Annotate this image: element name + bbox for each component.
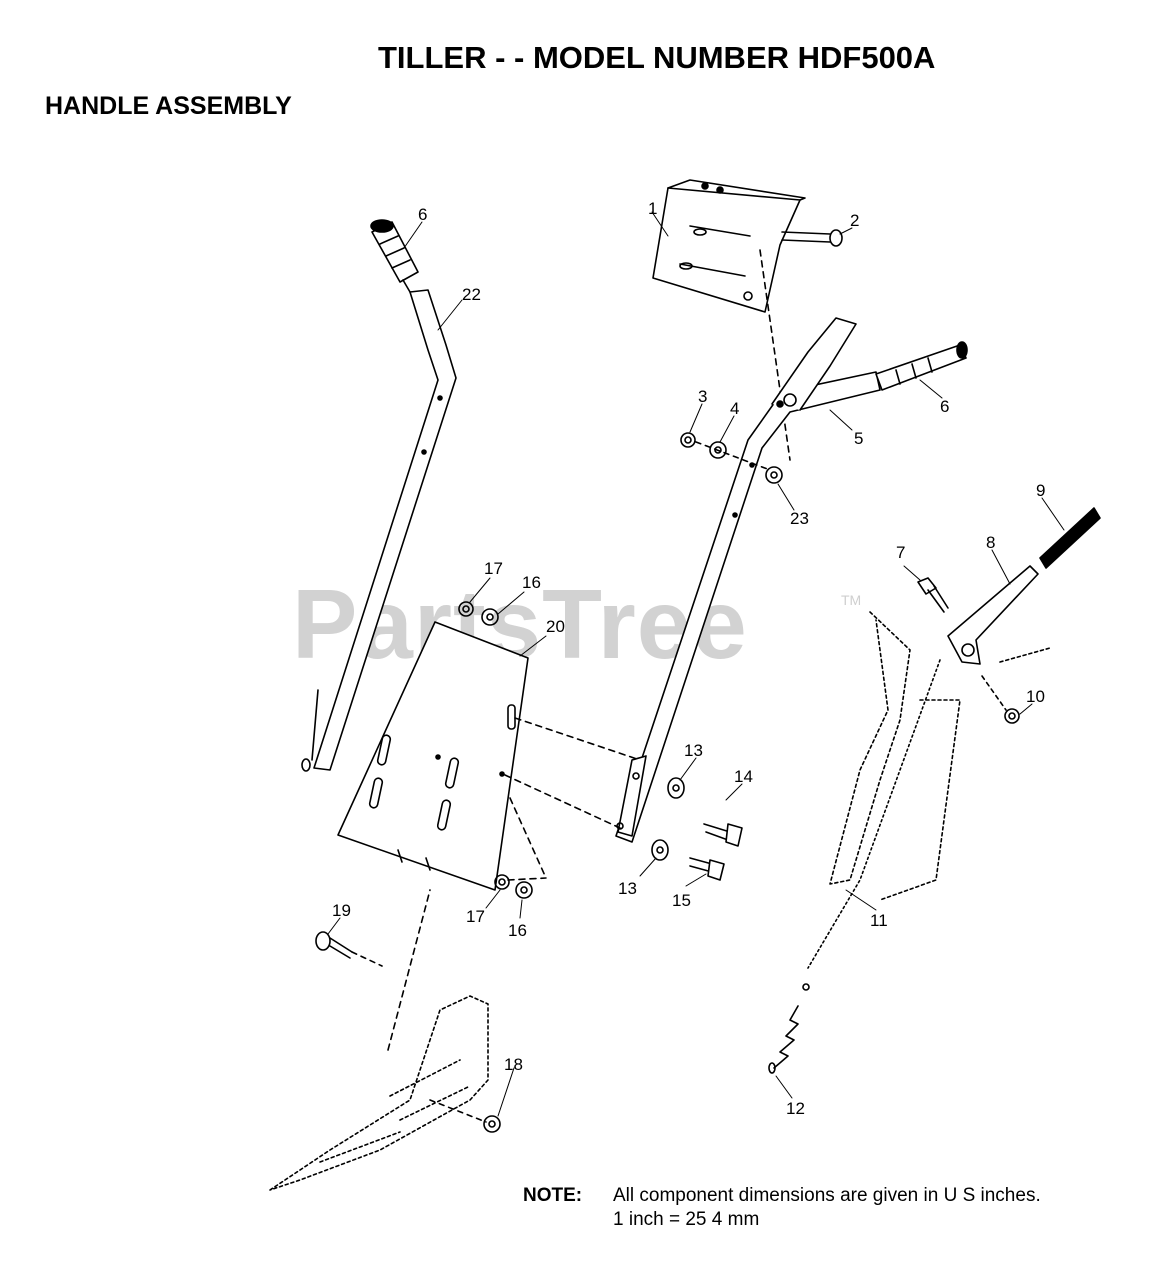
callouts: 1 2 3 4 5 6 6 7 8 9 10 11 12 13 13 14 15… [332,199,1045,1118]
washer-13-bottom [651,839,669,861]
page-title: TILLER - - MODEL NUMBER HDF500A [378,40,936,75]
callout-11: 11 [870,911,888,930]
callout-17-top: 17 [484,559,503,578]
watermark-trademark: TM [841,592,862,608]
nut-17-top [458,601,474,617]
callout-6-right-grip: 6 [940,397,949,416]
washer-23 [765,466,783,484]
note-label: NOTE: [523,1185,583,1206]
callout-3: 3 [698,387,707,406]
callout-13-top: 13 [684,741,703,760]
callout-5: 5 [854,429,863,448]
left-grip [370,219,419,293]
bolt-14 [703,823,743,847]
callout-14: 14 [734,767,753,786]
center-plate [337,621,529,891]
leader-lines [327,211,1065,1117]
callout-7: 7 [896,543,905,562]
callout-17-bottom: 17 [466,907,485,926]
callout-22: 22 [462,285,481,304]
control-cable [829,611,1051,901]
callout-19: 19 [332,901,351,920]
callout-2: 2 [850,211,859,230]
upper-bracket [652,179,806,461]
callout-20: 20 [546,617,565,636]
right-handle-tube [615,317,881,843]
nut-3 [680,432,696,448]
bolt-19 [315,931,383,967]
callout-15: 15 [672,891,691,910]
callout-1: 1 [648,199,657,218]
washer-13-top [667,777,685,799]
right-grip [875,341,968,391]
note-line-1: All component dimensions are given in U … [613,1185,1041,1206]
lever-bushing [1039,507,1101,569]
nut-17-bottom [494,874,510,890]
dimension-note: NOTE: All component dimensions are given … [523,1184,1041,1232]
callout-12: 12 [786,1099,805,1118]
washer-16-top [481,608,499,626]
bolt-15 [689,857,725,881]
callout-8: 8 [986,533,995,552]
callout-18: 18 [504,1055,523,1074]
bolt-2 [781,229,843,247]
callout-10: 10 [1026,687,1045,706]
washer-18 [483,1115,501,1133]
lower-tiller-frame [269,995,489,1191]
callout-13-bottom: 13 [618,879,637,898]
section-title: HANDLE ASSEMBLY [45,92,292,120]
washer-16-bottom [515,881,533,899]
bolt-7 [917,577,949,613]
nut-10 [1004,708,1020,724]
callout-9: 9 [1036,481,1045,500]
callout-4: 4 [730,399,739,418]
callout-16-top: 16 [522,573,541,592]
callout-16-bottom: 16 [508,921,527,940]
cable-spring [768,983,810,1074]
callout-23: 23 [790,509,809,528]
callout-6-left-grip: 6 [418,205,427,224]
note-line-2: 1 inch = 25 4 mm [613,1209,760,1230]
left-handle-tube [301,289,457,772]
control-lever [947,565,1039,665]
